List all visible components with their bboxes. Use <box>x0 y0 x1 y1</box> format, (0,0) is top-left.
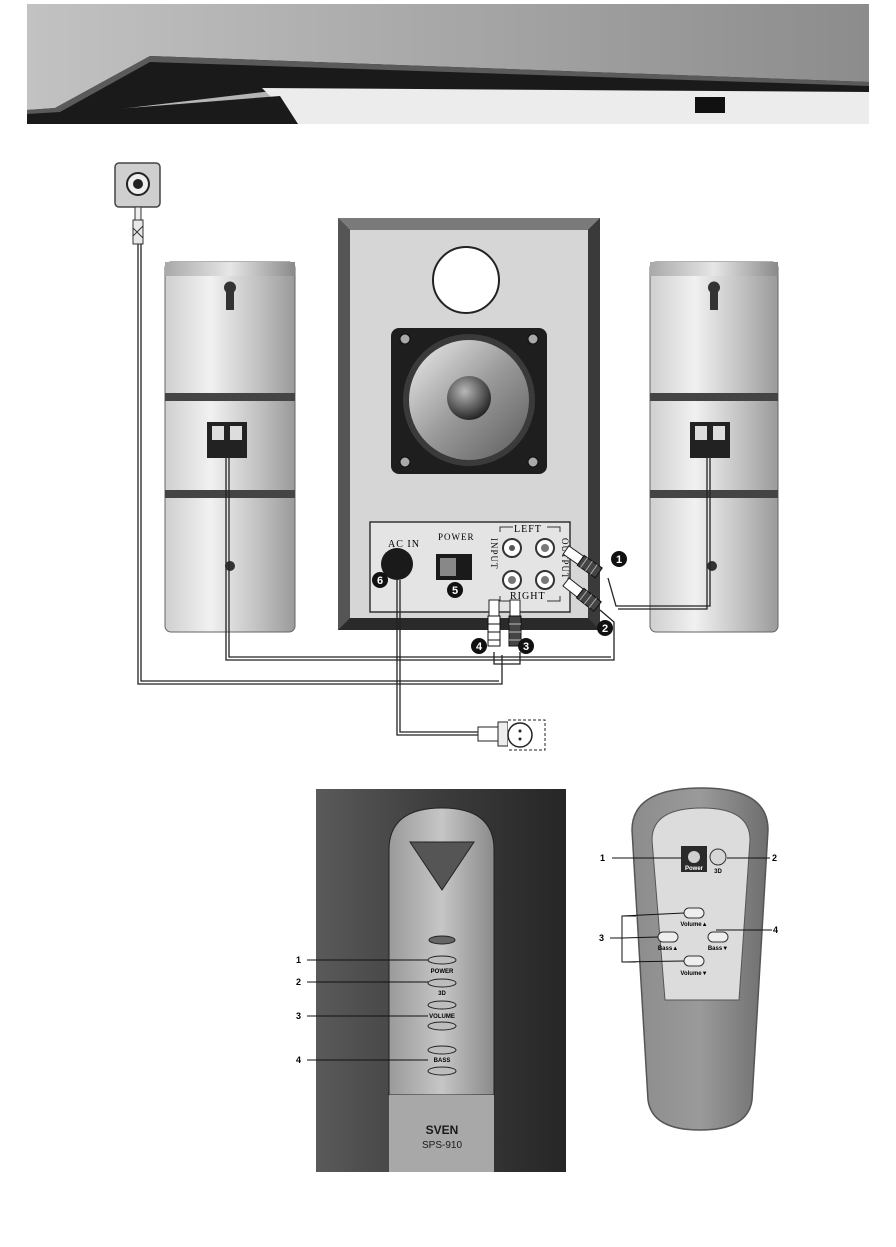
remote-label-2: 2 <box>772 853 777 863</box>
left-satellite-speaker <box>164 261 296 633</box>
front-bass-down-button <box>427 1066 457 1076</box>
input-label: INPUT <box>489 538 499 570</box>
callout-markers <box>372 551 627 654</box>
front-leader-lines <box>307 959 428 1061</box>
front-3d-button <box>427 978 457 988</box>
remote-bass-down-button <box>707 931 729 943</box>
callout-5: 5 <box>452 585 458 597</box>
subwoofer-front-panel <box>316 789 566 1172</box>
left-label: LEFT <box>514 524 542 535</box>
callout-2: 2 <box>602 623 608 635</box>
remote-volume-up-label: Volume▲ <box>680 922 707 928</box>
front-label-4: 4 <box>296 1055 301 1065</box>
front-volume-up-button <box>427 1000 457 1010</box>
remote-volume-up-button <box>683 907 705 919</box>
subwoofer-rear <box>338 218 600 630</box>
remote-power-label: Power <box>685 866 704 872</box>
remote-volume-down-button <box>683 955 705 967</box>
callout-4: 4 <box>476 641 483 653</box>
input-plugs <box>487 599 522 647</box>
output-plugs <box>562 545 603 613</box>
right-satellite-speaker <box>649 261 779 633</box>
front-bass-label: BASS <box>434 1058 451 1064</box>
callout-3: 3 <box>523 641 529 653</box>
callout-6: 6 <box>377 575 383 587</box>
remote-3d-button <box>709 848 727 866</box>
remote-bass-down-label: Bass▼ <box>708 946 728 952</box>
front-3d-label: 3D <box>438 991 446 997</box>
remote-control <box>631 787 769 1131</box>
front-power-label: POWER <box>431 969 454 975</box>
remote-label-1: 1 <box>600 853 605 863</box>
connection-cables <box>137 244 711 736</box>
front-volume-label: VOLUME <box>429 1014 455 1020</box>
front-label-3: 3 <box>296 1011 301 1021</box>
remote-volume-down-label: Volume▼ <box>680 971 707 977</box>
remote-label-3: 3 <box>599 933 604 943</box>
front-bass-up-button <box>427 1045 457 1055</box>
page-header <box>27 4 869 124</box>
front-brand-logo: SVEN <box>426 1123 459 1137</box>
output-label: OUTPUT <box>560 538 570 580</box>
remote-leader-lines <box>610 857 772 963</box>
remote-bass-up-label: Bass▲ <box>658 946 678 952</box>
callout-1: 1 <box>616 554 622 566</box>
rca-jacks <box>502 538 555 590</box>
ac-in-socket <box>381 548 413 580</box>
front-label-2: 2 <box>296 977 301 987</box>
ac-in-label: AC IN <box>388 539 420 550</box>
remote-3d-label: 3D <box>714 869 722 875</box>
remote-label-4: 4 <box>773 925 778 935</box>
front-model-name: SPS-910 <box>422 1140 462 1151</box>
page-number-box <box>695 97 725 113</box>
power-label: POWER <box>438 532 475 542</box>
audio-source-jack <box>114 162 161 245</box>
front-volume-down-button <box>427 1021 457 1031</box>
bass-port <box>432 246 500 314</box>
remote-bass-up-button <box>657 931 679 943</box>
right-label: RIGHT <box>510 591 546 602</box>
front-power-button <box>427 955 457 965</box>
front-label-1: 1 <box>296 955 301 965</box>
ac-wall-plug <box>477 719 546 751</box>
